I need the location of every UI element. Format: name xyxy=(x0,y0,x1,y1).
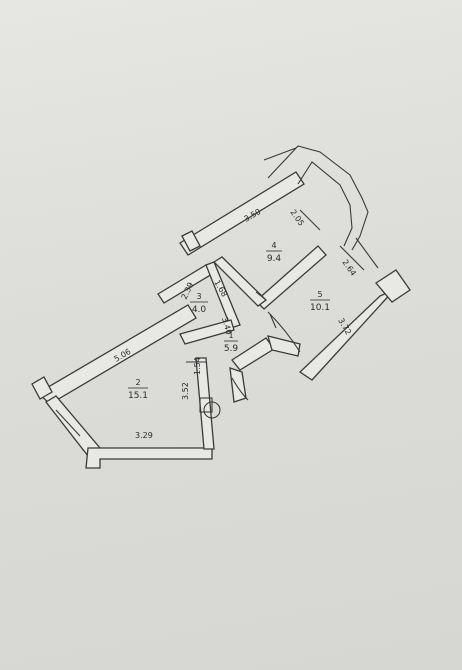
window-room4 xyxy=(299,209,321,231)
door-arc-corridor xyxy=(231,377,249,401)
room-2-label: 2 15.1 xyxy=(128,378,148,401)
wall-room3-right xyxy=(205,261,241,329)
window-room2 xyxy=(55,409,81,437)
room-3-label: 3 4.0 xyxy=(190,292,208,315)
balcony-inner xyxy=(297,161,353,247)
room-3-number: 3 xyxy=(196,292,201,301)
door-tick-2 xyxy=(269,313,277,329)
wall-top-stub xyxy=(181,230,201,252)
wall-room3-bottom xyxy=(179,319,235,345)
room-4-number: 4 xyxy=(271,241,276,250)
wall-room4-room5 xyxy=(255,245,327,310)
dim-room2-bottom: 3.29 xyxy=(135,431,153,440)
balcony-rail xyxy=(263,147,297,161)
room-5-number: 5 xyxy=(317,290,322,299)
wall-corridor-lower xyxy=(231,337,275,371)
wall-corridor-bottom xyxy=(229,367,247,403)
dim-room1-top: 3.40 xyxy=(220,316,233,336)
wall-room2-bottom xyxy=(85,447,213,469)
wall-room2-upper xyxy=(36,304,197,405)
room-4-label: 4 9.4 xyxy=(266,241,282,264)
wall-room2-lower-left xyxy=(45,395,101,457)
room-4-area: 9.4 xyxy=(267,254,282,264)
room-1-label: 1 5.9 xyxy=(224,331,239,354)
balcony-rail-2 xyxy=(355,237,379,269)
dim-room2-right: 3.52 xyxy=(181,382,190,400)
room-5-label: 5 10.1 xyxy=(310,290,330,313)
dim-room1-left: 1.54 xyxy=(193,357,202,375)
bath-fixture-box xyxy=(199,397,213,413)
wall-top-upper xyxy=(179,171,305,256)
room-1-area: 5.9 xyxy=(224,344,239,354)
wall-room2-left-stub xyxy=(31,376,53,400)
window-room5 xyxy=(339,245,365,271)
room-2-area: 15.1 xyxy=(128,391,148,401)
balcony-outline xyxy=(267,145,369,251)
room-5-area: 10.1 xyxy=(310,303,330,313)
wall-room2-right xyxy=(195,357,215,450)
wall-right-stub xyxy=(375,269,411,303)
room-1-number: 1 xyxy=(228,331,233,340)
room-2-number: 2 xyxy=(135,378,140,387)
dim-room4-right: 2.05 xyxy=(288,208,306,228)
room-3-area: 4.0 xyxy=(192,305,207,315)
wall-corridor-curve xyxy=(267,335,301,357)
door-tick-1 xyxy=(255,291,267,301)
